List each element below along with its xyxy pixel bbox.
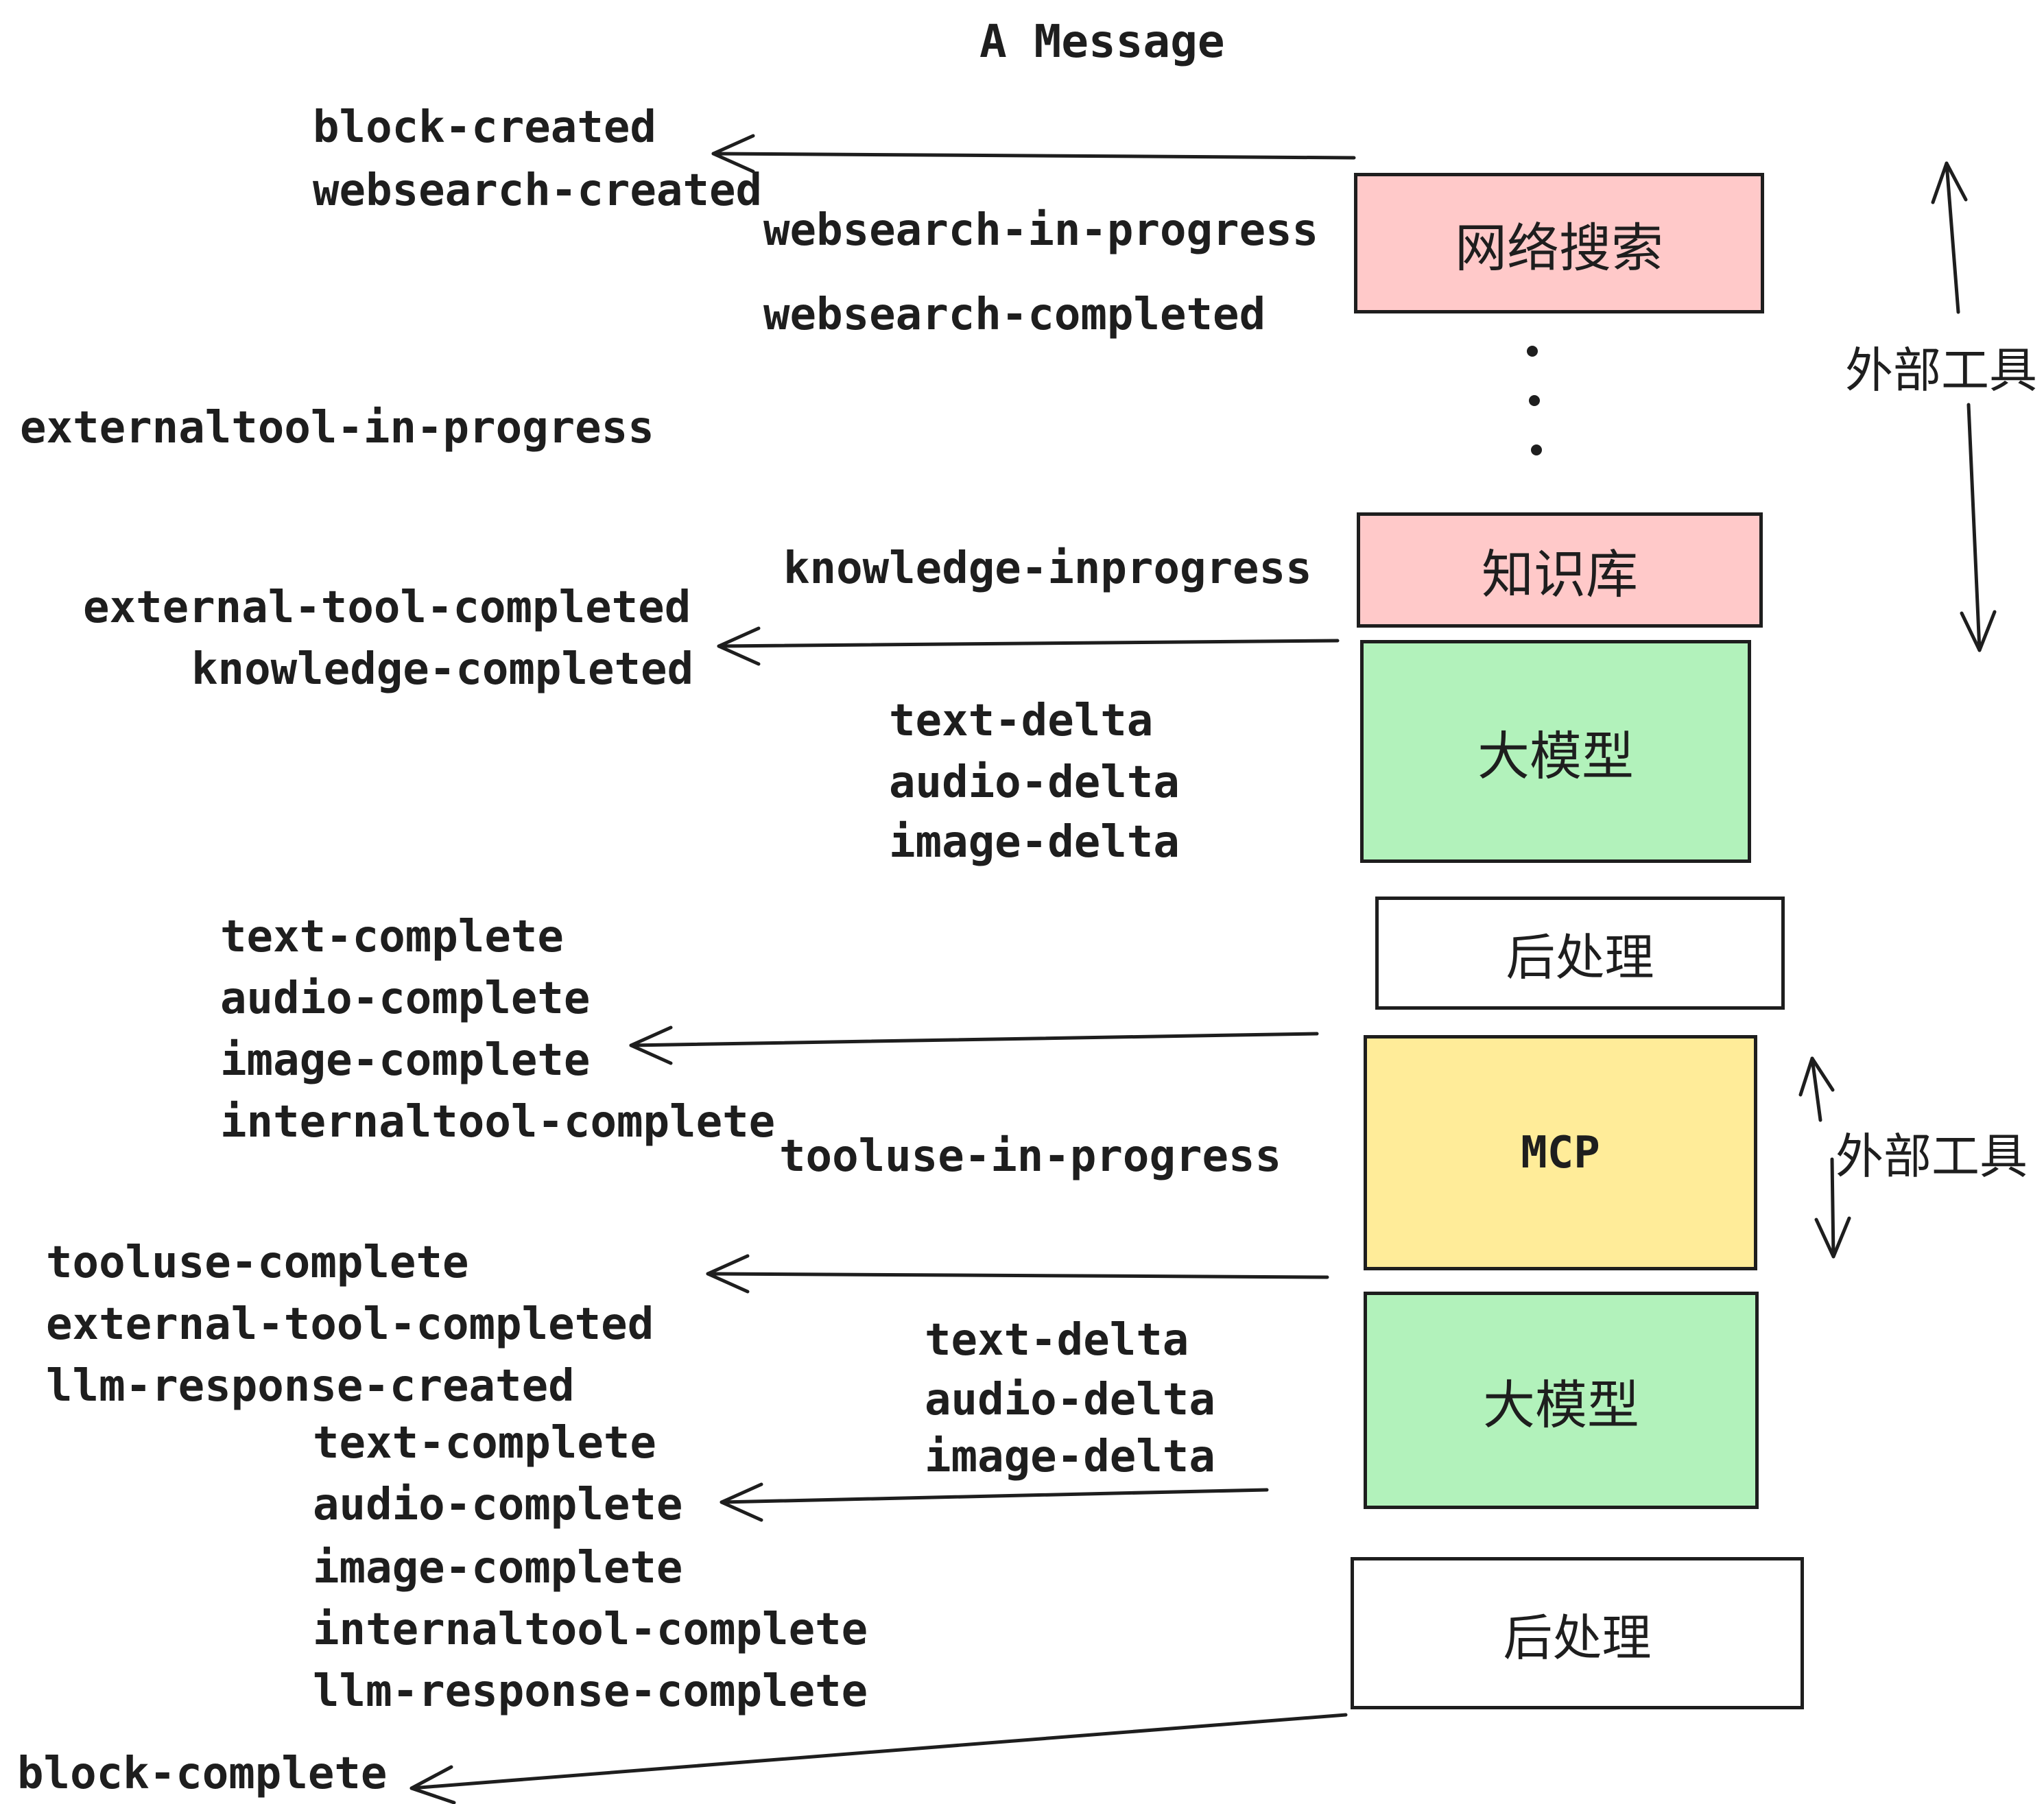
- event-websearch-completed: websearch-completed: [763, 289, 1266, 340]
- arrow-to-knowledge-completed: [717, 626, 1340, 666]
- arrow-external-tools-up-1: [1931, 161, 1968, 314]
- arrow-to-audio-complete: [720, 1482, 1269, 1522]
- box-post-2: 后处理: [1351, 1557, 1804, 1709]
- event-audio-complete-2: audio-complete: [313, 1480, 683, 1530]
- event-externaltool-in-progress: externaltool-in-progress: [20, 403, 654, 453]
- box-post-2-label: 后处理: [1503, 1609, 1652, 1667]
- ellipsis-dots-icon: [1527, 346, 1542, 455]
- event-image-complete-2: image-complete: [313, 1543, 683, 1593]
- event-knowledge-inprogress: knowledge-inprogress: [783, 543, 1312, 594]
- box-mcp-label: MCP: [1521, 1127, 1600, 1178]
- event-image-delta: image-delta: [889, 817, 1180, 868]
- event-image-complete: image-complete: [220, 1035, 591, 1086]
- arrow-to-image-complete: [629, 1025, 1319, 1065]
- event-tooluse-complete: tooluse-complete: [46, 1237, 469, 1288]
- event-text-delta: text-delta: [889, 696, 1154, 746]
- event-external-tool-completed: external-tool-completed: [83, 582, 691, 633]
- box-websearch: 网络搜索: [1354, 173, 1764, 313]
- box-post-1: 后处理: [1375, 897, 1785, 1010]
- arrow-external-tools-up-2: [1798, 1056, 1835, 1122]
- box-llm-1: 大模型: [1360, 640, 1751, 863]
- box-knowledge-label: 知识库: [1482, 544, 1638, 605]
- box-llm-1-label: 大模型: [1477, 725, 1634, 787]
- event-image-delta-2: image-delta: [925, 1432, 1215, 1482]
- event-internaltool-complete-2: internaltool-complete: [313, 1604, 868, 1655]
- event-internaltool-complete: internaltool-complete: [220, 1097, 776, 1148]
- box-llm-2: 大模型: [1364, 1292, 1759, 1509]
- event-text-complete-2: text-complete: [313, 1418, 656, 1469]
- arrow-external-tools-down-2: [1814, 1157, 1851, 1259]
- arrow-to-tooluse-complete: [706, 1254, 1329, 1294]
- event-audio-complete: audio-complete: [220, 973, 591, 1024]
- box-knowledge: 知识库: [1357, 512, 1763, 628]
- box-llm-2-label: 大模型: [1483, 1374, 1639, 1436]
- box-mcp: MCP: [1364, 1035, 1757, 1270]
- event-audio-delta-2: audio-delta: [925, 1375, 1215, 1425]
- event-block-created: block-created: [313, 102, 656, 153]
- event-block-complete: block-complete: [17, 1748, 388, 1799]
- event-websearch-in-progress: websearch-in-progress: [763, 205, 1319, 256]
- label-external-tools-1: 外部工具: [1845, 342, 2037, 399]
- page-title: A Message: [979, 15, 1225, 68]
- event-llm-response-complete: llm-response-complete: [313, 1666, 868, 1717]
- event-audio-delta: audio-delta: [889, 757, 1180, 808]
- event-websearch-created: websearch-created: [313, 165, 763, 216]
- event-text-complete: text-complete: [220, 912, 564, 962]
- arrow-to-block-created: [711, 134, 1356, 174]
- box-websearch-label: 网络搜索: [1455, 217, 1663, 278]
- event-text-delta-2: text-delta: [925, 1315, 1189, 1366]
- arrow-external-tools-down-1: [1960, 403, 1997, 652]
- event-llm-response-created: llm-response-created: [46, 1361, 575, 1412]
- event-knowledge-completed: knowledge-completed: [191, 644, 694, 695]
- event-external-tool-completed-2: external-tool-completed: [46, 1299, 654, 1350]
- event-tooluse-in-progress: tooluse-in-progress: [779, 1131, 1282, 1182]
- arrow-to-block-complete: [409, 1713, 1348, 1804]
- label-external-tools-2: 外部工具: [1835, 1128, 2028, 1185]
- box-post-1-label: 后处理: [1506, 929, 1654, 986]
